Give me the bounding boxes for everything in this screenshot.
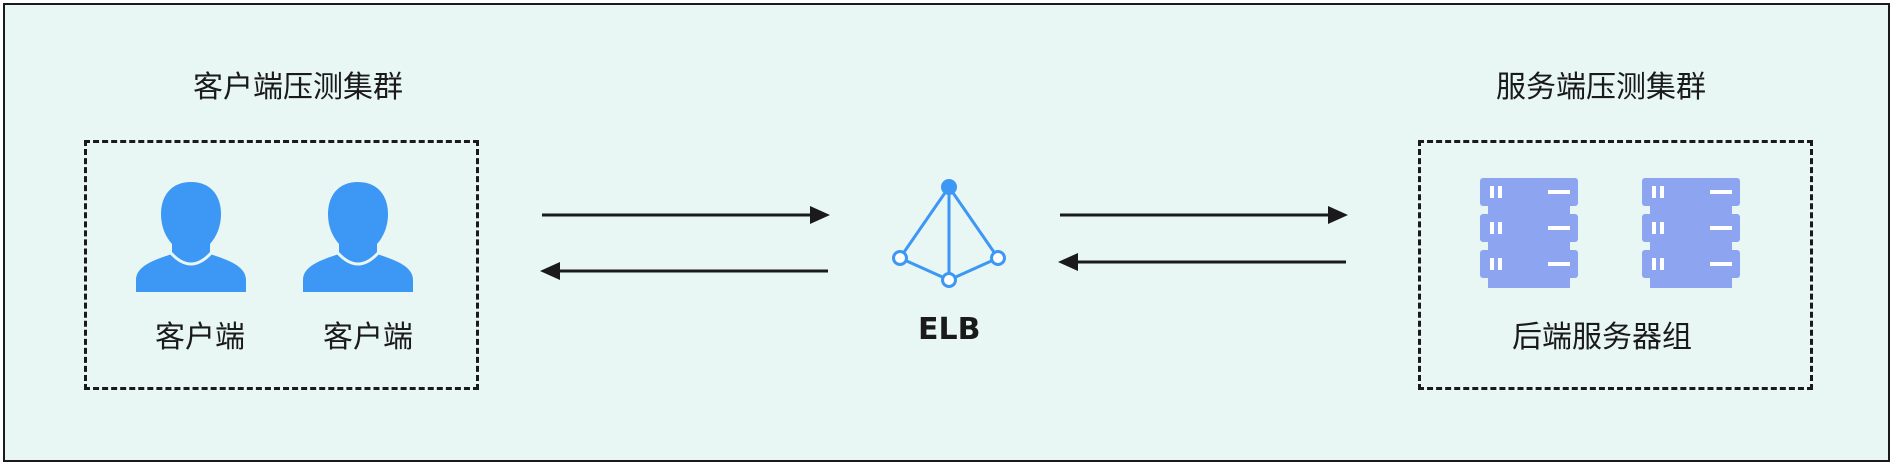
- user-icon: [136, 182, 246, 292]
- elb-icon: [892, 179, 1006, 288]
- client-label: 客户端: [323, 320, 413, 355]
- arrowhead: [1328, 206, 1348, 224]
- client-cluster-box: [84, 140, 479, 390]
- server-icon: [1480, 178, 1578, 288]
- server-icon: [1642, 178, 1740, 288]
- arrowhead: [540, 262, 560, 280]
- arrowhead: [810, 206, 830, 224]
- arrowhead: [1058, 253, 1078, 271]
- user-icon: [303, 182, 413, 292]
- client-label: 客户端: [155, 320, 245, 355]
- elb-label: ELB: [918, 312, 981, 347]
- server-cluster-title: 服务端压测集群: [1496, 70, 1706, 105]
- server-cluster-box: [1418, 140, 1813, 390]
- backend-group-label: 后端服务器组: [1512, 320, 1692, 355]
- client-cluster-title: 客户端压测集群: [193, 70, 403, 105]
